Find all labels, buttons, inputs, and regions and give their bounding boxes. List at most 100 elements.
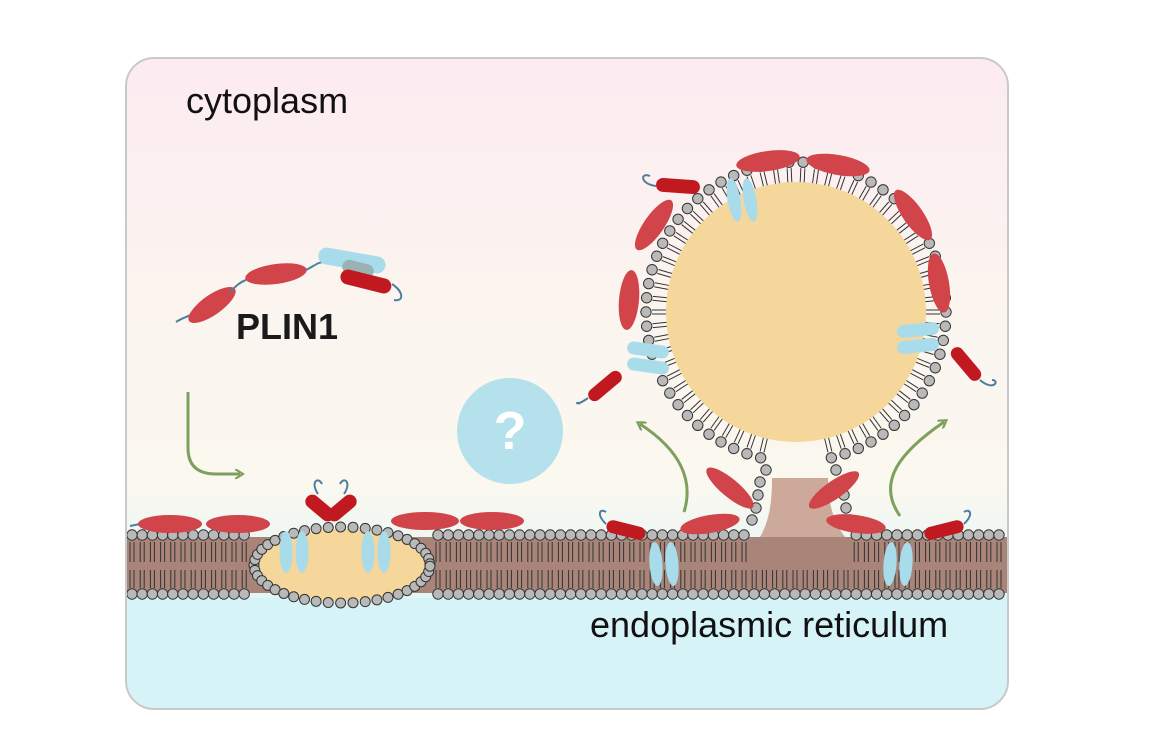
linker [599, 509, 607, 525]
headgroup [513, 588, 526, 600]
headgroup [692, 192, 704, 205]
headgroup [672, 213, 684, 225]
er-label: endoplasmic reticulum [590, 604, 949, 645]
headgroup [544, 529, 556, 541]
droplet-plin-helices [576, 150, 997, 405]
headgroup [585, 588, 597, 600]
headgroup [473, 588, 485, 600]
headgroup [877, 184, 889, 196]
headgroup [760, 464, 772, 476]
headgroup [681, 202, 694, 215]
linker [963, 509, 971, 525]
headgroup [707, 588, 720, 600]
plin-light-helix [377, 531, 391, 573]
headgroup [136, 529, 148, 541]
headgroup [218, 588, 230, 600]
headgroup [916, 387, 928, 399]
plin-dark-helix [588, 370, 622, 402]
headgroup [825, 452, 838, 464]
headgroup [442, 529, 454, 541]
headgroup [359, 596, 371, 608]
headgroup [877, 428, 889, 440]
headgroup [656, 529, 669, 541]
headgroup [697, 588, 709, 600]
headgroup [146, 588, 159, 600]
headgroup [656, 375, 669, 387]
plin-light-helix [883, 542, 897, 586]
headgroup [754, 452, 767, 464]
headgroup [717, 588, 730, 600]
headgroup [921, 588, 934, 600]
headgroup [881, 588, 893, 600]
headgroup [972, 529, 985, 541]
headgroup [554, 588, 567, 600]
headgroup [564, 588, 577, 600]
plin1-label: PLIN1 [236, 306, 339, 347]
headgroup [575, 529, 587, 541]
headgroup [524, 588, 536, 600]
headgroup [809, 588, 822, 600]
bent-arrow-icon [186, 392, 240, 474]
headgroup [238, 588, 250, 600]
headgroup [473, 529, 485, 541]
headgroup [347, 597, 359, 609]
linker [979, 379, 997, 387]
headgroup [754, 476, 766, 488]
headgroup [727, 442, 740, 455]
headgroup [564, 529, 577, 541]
headgroup [901, 588, 913, 600]
headgroup [462, 588, 475, 600]
headgroup [677, 588, 689, 600]
headgroup [768, 588, 781, 600]
er-lumen [126, 598, 1008, 709]
headgroup [939, 320, 952, 332]
headgroup [852, 442, 865, 455]
headgroup [615, 588, 628, 600]
headgroup [692, 419, 704, 432]
linker [642, 174, 657, 187]
headgroup [666, 588, 679, 600]
headgroup [534, 588, 546, 600]
amphipathic-helix [391, 512, 459, 530]
headgroup [640, 292, 653, 304]
headgroup [513, 529, 526, 541]
amphipathic-helix [634, 199, 674, 251]
headgroup [932, 588, 944, 600]
headgroup [962, 529, 975, 541]
headgroup [983, 588, 995, 600]
amphipathic-helix [808, 471, 860, 509]
headgroup [937, 334, 949, 347]
headgroup [983, 529, 995, 541]
headgroup [870, 588, 883, 600]
plin-dark-helix [327, 494, 357, 522]
headgroup [860, 588, 873, 600]
headgroup [643, 277, 655, 290]
headgroup [881, 529, 893, 541]
amphipathic-helix [460, 512, 524, 530]
headgroup [371, 594, 383, 606]
cytoplasm-label: cytoplasm [186, 80, 349, 121]
headgroup [462, 529, 475, 541]
headgroup [310, 595, 322, 607]
headgroup [347, 521, 359, 533]
headgroup [850, 588, 862, 600]
plin-light-helix [295, 531, 309, 573]
headgroup [758, 588, 771, 600]
plin-light-helix [649, 542, 663, 586]
headgroup [651, 250, 663, 262]
headgroup [901, 529, 913, 541]
linker [576, 397, 589, 405]
panel-border [125, 57, 1009, 710]
headgroup [908, 399, 920, 411]
headgroup [646, 529, 658, 541]
headgroup [993, 529, 1005, 541]
question-mark: ? [493, 401, 527, 461]
amphipathic-helix [893, 189, 933, 241]
amphipathic-helix [736, 150, 800, 172]
headgroup [681, 409, 694, 422]
headgroup [626, 588, 638, 600]
headgroup [544, 588, 556, 600]
headgroup [493, 529, 505, 541]
headgroup [840, 502, 852, 514]
